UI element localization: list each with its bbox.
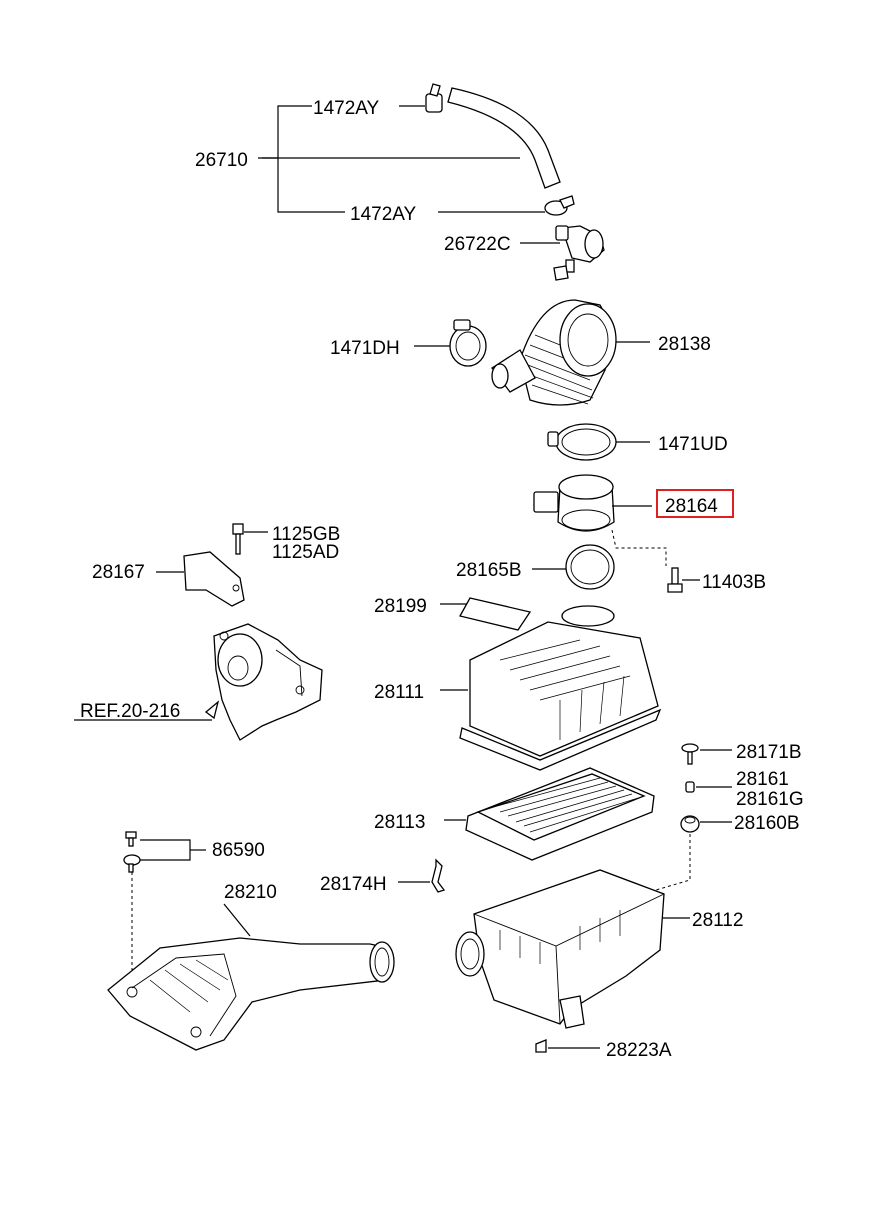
label-28223a: 28223A: [606, 1040, 672, 1061]
label-1125gb: 1125GB: [272, 524, 340, 545]
label-86590: 86590: [212, 840, 265, 861]
engine-mount-ref: [74, 623, 323, 741]
bracket-28167: [156, 523, 268, 607]
label-28111: 28111: [374, 682, 424, 703]
label-1472ay-bottom: 1472AY: [350, 204, 417, 225]
label-1471dh: 1471DH: [330, 338, 400, 359]
pcv-fitting-26722c: [520, 225, 605, 281]
part-labels: 1472AY 26710 1472AY 26722C 1471DH 28138 …: [80, 98, 804, 1061]
label-1125ad: 1125AD: [272, 542, 339, 563]
breather-hose-group: [258, 83, 575, 216]
label-28138: 28138: [658, 334, 711, 355]
label-28165b: 28165B: [456, 560, 522, 581]
gasket-28165b: [532, 544, 615, 590]
label-28171b: 28171B: [736, 742, 802, 763]
label-1472ay-top: 1472AY: [313, 98, 380, 119]
label-28199: [440, 597, 532, 631]
air-cleaner-cover-28111: [440, 605, 662, 771]
maf-sensor-28164: [533, 474, 667, 566]
label-28160b: 28160B: [734, 813, 800, 834]
label-28113: 28113: [374, 812, 425, 833]
highlight-box-28164: [656, 489, 734, 518]
label-28161g: 28161G: [736, 789, 804, 810]
label-28174h: 28174H: [320, 874, 387, 895]
label-28167: 28167: [92, 562, 145, 583]
label-11403b: 11403B: [702, 572, 766, 593]
clip-28174h: [398, 858, 446, 893]
label-28199: 28199: [374, 596, 427, 617]
bolt-11403b: [667, 567, 700, 593]
label-26710: 26710: [195, 150, 248, 171]
air-cleaner-body-28112: [455, 869, 690, 1029]
small-parts-right: [655, 743, 732, 891]
label-ref-20-216: REF.20-216: [80, 701, 180, 722]
label-28161: 28161: [736, 769, 789, 790]
label-26722c: 26722C: [444, 234, 511, 255]
label-28210: 28210: [224, 882, 277, 903]
label-28164: 28164: [665, 496, 718, 517]
label-1471ud: 1471UD: [658, 434, 728, 455]
clamp-1471ud: [547, 423, 650, 461]
intake-duct-28210: [107, 903, 395, 1051]
air-filter-28113: [444, 767, 655, 861]
label-28112: 28112: [692, 910, 743, 931]
pin-28223a: [535, 1039, 600, 1053]
intake-hose-28138: [414, 299, 650, 406]
screws-86590: [123, 831, 206, 990]
